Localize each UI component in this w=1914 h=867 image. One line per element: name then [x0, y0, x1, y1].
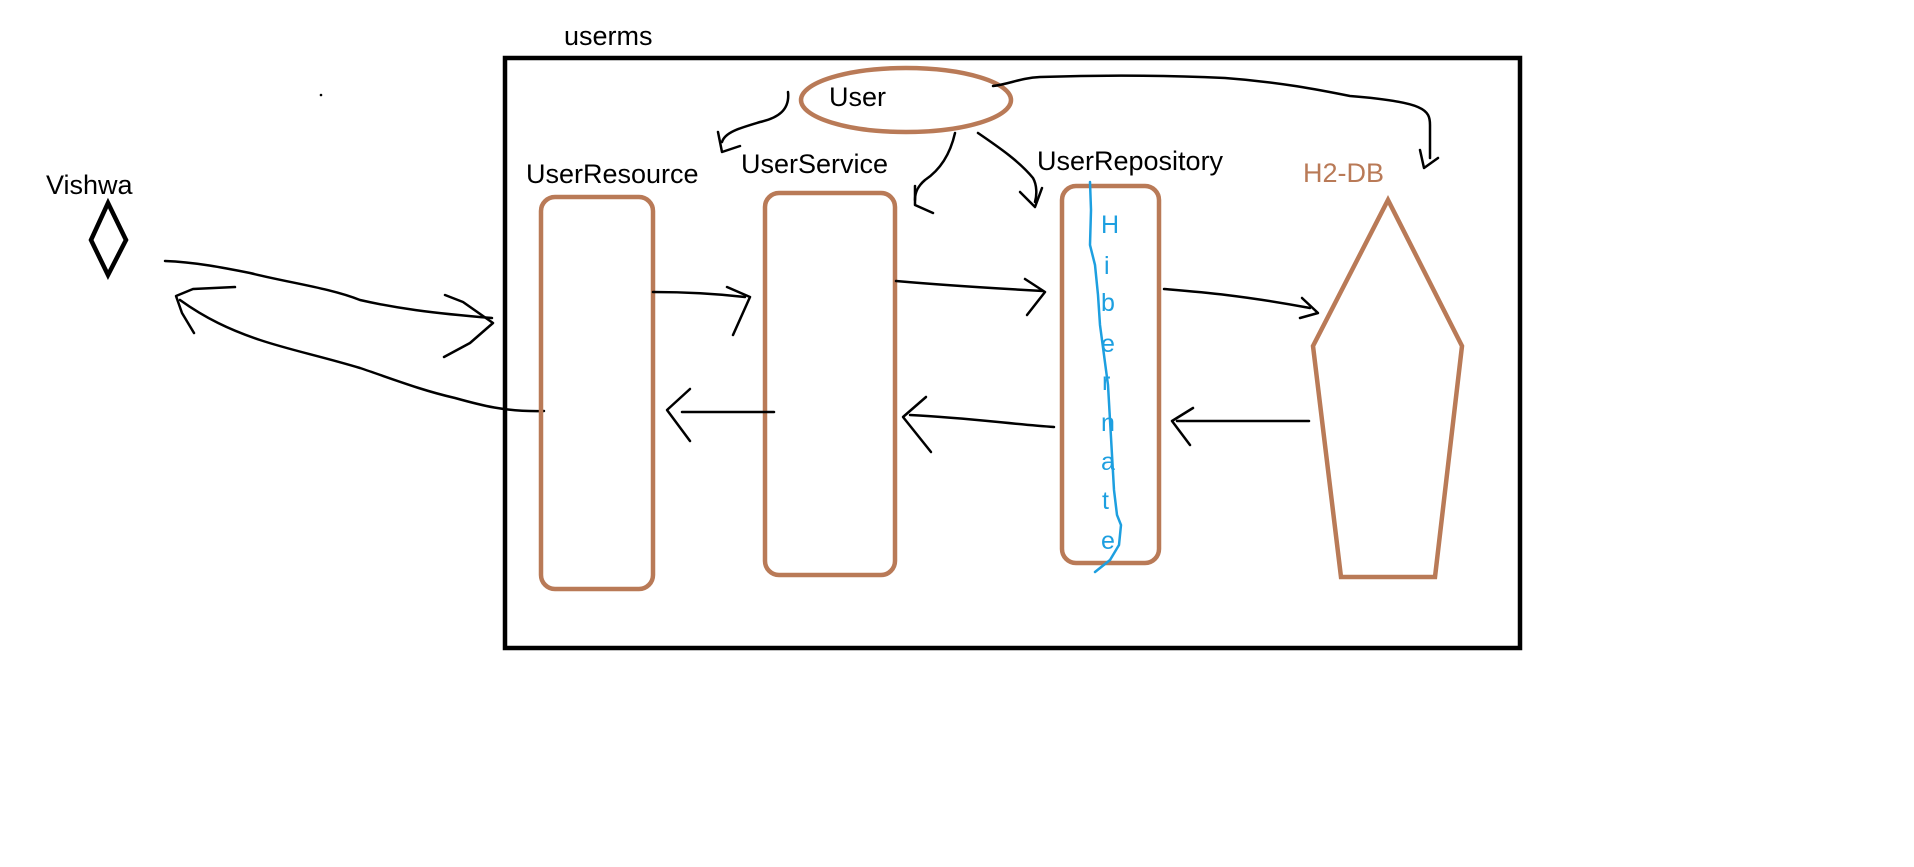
- db-to-repository-arrowhead: [1170, 406, 1195, 447]
- repository-to-db-arrowhead: [1298, 296, 1320, 320]
- hibernate-label: H i b e r n a t e: [1101, 211, 1119, 555]
- repository-to-service-arrowhead: [901, 395, 933, 454]
- user-to-repository-arrowhead: [1018, 186, 1044, 209]
- resource-label: UserResource: [526, 159, 699, 189]
- hibernate-line: [1088, 180, 1123, 574]
- user-entity-label: User: [829, 82, 886, 112]
- hibernate-letter: b: [1101, 289, 1115, 317]
- user-to-db-arrow: [991, 74, 1432, 160]
- user-to-service-arrowhead: [913, 184, 935, 215]
- userms-container: [502, 55, 1523, 651]
- user-service-box: [762, 190, 898, 578]
- user-to-resource-arrowhead: [716, 130, 742, 154]
- user-entity-ellipse: [798, 65, 1014, 135]
- user-to-db-arrowhead: [1418, 148, 1440, 170]
- hibernate-letter: n: [1101, 409, 1115, 437]
- repository-to-db-arrow: [1162, 287, 1312, 310]
- repository-label: UserRepository: [1037, 146, 1224, 176]
- hibernate-letter: a: [1101, 448, 1115, 476]
- stray-dot: [319, 93, 323, 97]
- hibernate-letter: i: [1104, 252, 1110, 280]
- service-to-resource-arrowhead: [665, 387, 692, 443]
- hibernate-letter: e: [1101, 330, 1115, 358]
- hibernate-letter: t: [1102, 487, 1109, 515]
- user-to-resource-arrow: [720, 90, 790, 144]
- service-label: UserService: [741, 149, 888, 179]
- user-to-service-arrow: [913, 131, 957, 202]
- user-resource-box: [538, 194, 656, 592]
- diamond-actor-icon: [88, 197, 129, 281]
- hibernate-letter: e: [1101, 527, 1115, 555]
- service-to-repository-arrow: [894, 279, 1045, 293]
- response-arrow-resource-to-actor: [178, 298, 546, 413]
- response-arrowhead: [174, 285, 237, 335]
- user-to-repository-arrow: [976, 131, 1038, 204]
- service-to-repository-arrowhead: [1023, 277, 1047, 317]
- container-label: userms: [564, 21, 653, 51]
- h2-db-shape: [1310, 195, 1465, 580]
- resource-to-service-arrowhead: [725, 285, 752, 337]
- resource-to-service-arrow: [651, 290, 747, 299]
- repository-to-service-arrow: [908, 413, 1056, 429]
- hibernate-letter: r: [1102, 368, 1110, 396]
- user-repository-box: [1059, 183, 1162, 566]
- request-arrowhead: [442, 293, 495, 359]
- request-arrow-actor-to-resource: [163, 259, 494, 320]
- actor-label: Vishwa: [46, 170, 134, 200]
- hibernate-letter: H: [1101, 211, 1119, 239]
- database-label: H2-DB: [1303, 158, 1384, 188]
